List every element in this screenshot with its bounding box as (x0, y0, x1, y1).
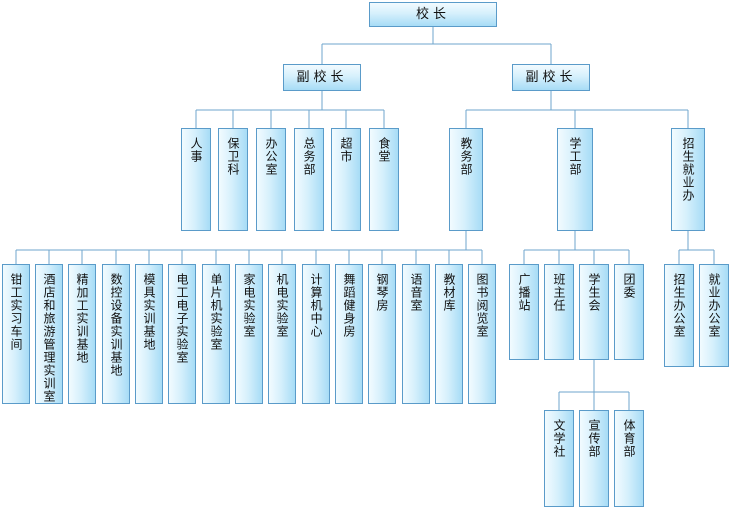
admissions-unit-box: 就业办公室 (699, 264, 729, 367)
academic-dept-box: 教务部 (449, 128, 483, 231)
teaching-unit-box: 精加工实训基地 (68, 264, 96, 404)
student-affairs-unit-box: 班主任 (544, 264, 574, 360)
teaching-unit-box: 机电实验室 (268, 264, 296, 404)
academic-dept-box: 招生就业办 (671, 128, 705, 231)
admin-dept-box: 食堂 (369, 128, 399, 231)
teaching-unit-box: 图书阅览室 (468, 264, 496, 404)
teaching-unit-box: 模具实训基地 (135, 264, 163, 404)
student-union-unit-box: 宣传部 (579, 410, 609, 507)
teaching-unit-box: 钢琴房 (368, 264, 396, 404)
vice-principal-right-box: 副校长 (512, 64, 590, 91)
admissions-unit-box: 招生办公室 (664, 264, 694, 367)
teaching-unit-box: 教材库 (435, 264, 463, 404)
teaching-unit-box: 电工电子实验室 (168, 264, 196, 404)
teaching-unit-box: 酒店和旅游管理实训室 (35, 264, 63, 404)
principal-box: 校长 (369, 2, 497, 27)
student-union-unit-box: 文学社 (544, 410, 574, 507)
teaching-unit-box: 单片机实验室 (202, 264, 230, 404)
student-union-unit-box: 体育部 (614, 410, 644, 507)
admin-dept-box: 办公室 (256, 128, 286, 231)
academic-dept-box: 学工部 (557, 128, 593, 231)
admin-dept-box: 总务部 (294, 128, 324, 231)
teaching-unit-box: 舞蹈健身房 (335, 264, 363, 404)
admin-dept-box: 超市 (331, 128, 361, 231)
admin-dept-box: 人事 (181, 128, 211, 231)
teaching-unit-box: 钳工实习车间 (2, 264, 30, 404)
teaching-unit-box: 语音室 (402, 264, 430, 404)
admin-dept-box: 保卫科 (218, 128, 248, 231)
student-affairs-unit-box: 团委 (614, 264, 644, 360)
teaching-unit-box: 数控设备实训基地 (102, 264, 130, 404)
vice-principal-left-box: 副校长 (283, 64, 361, 91)
teaching-unit-box: 计算机中心 (302, 264, 330, 404)
student-affairs-unit-box: 学生会 (579, 264, 609, 360)
teaching-unit-box: 家电实验室 (235, 264, 263, 404)
student-affairs-unit-box: 广播站 (509, 264, 539, 360)
